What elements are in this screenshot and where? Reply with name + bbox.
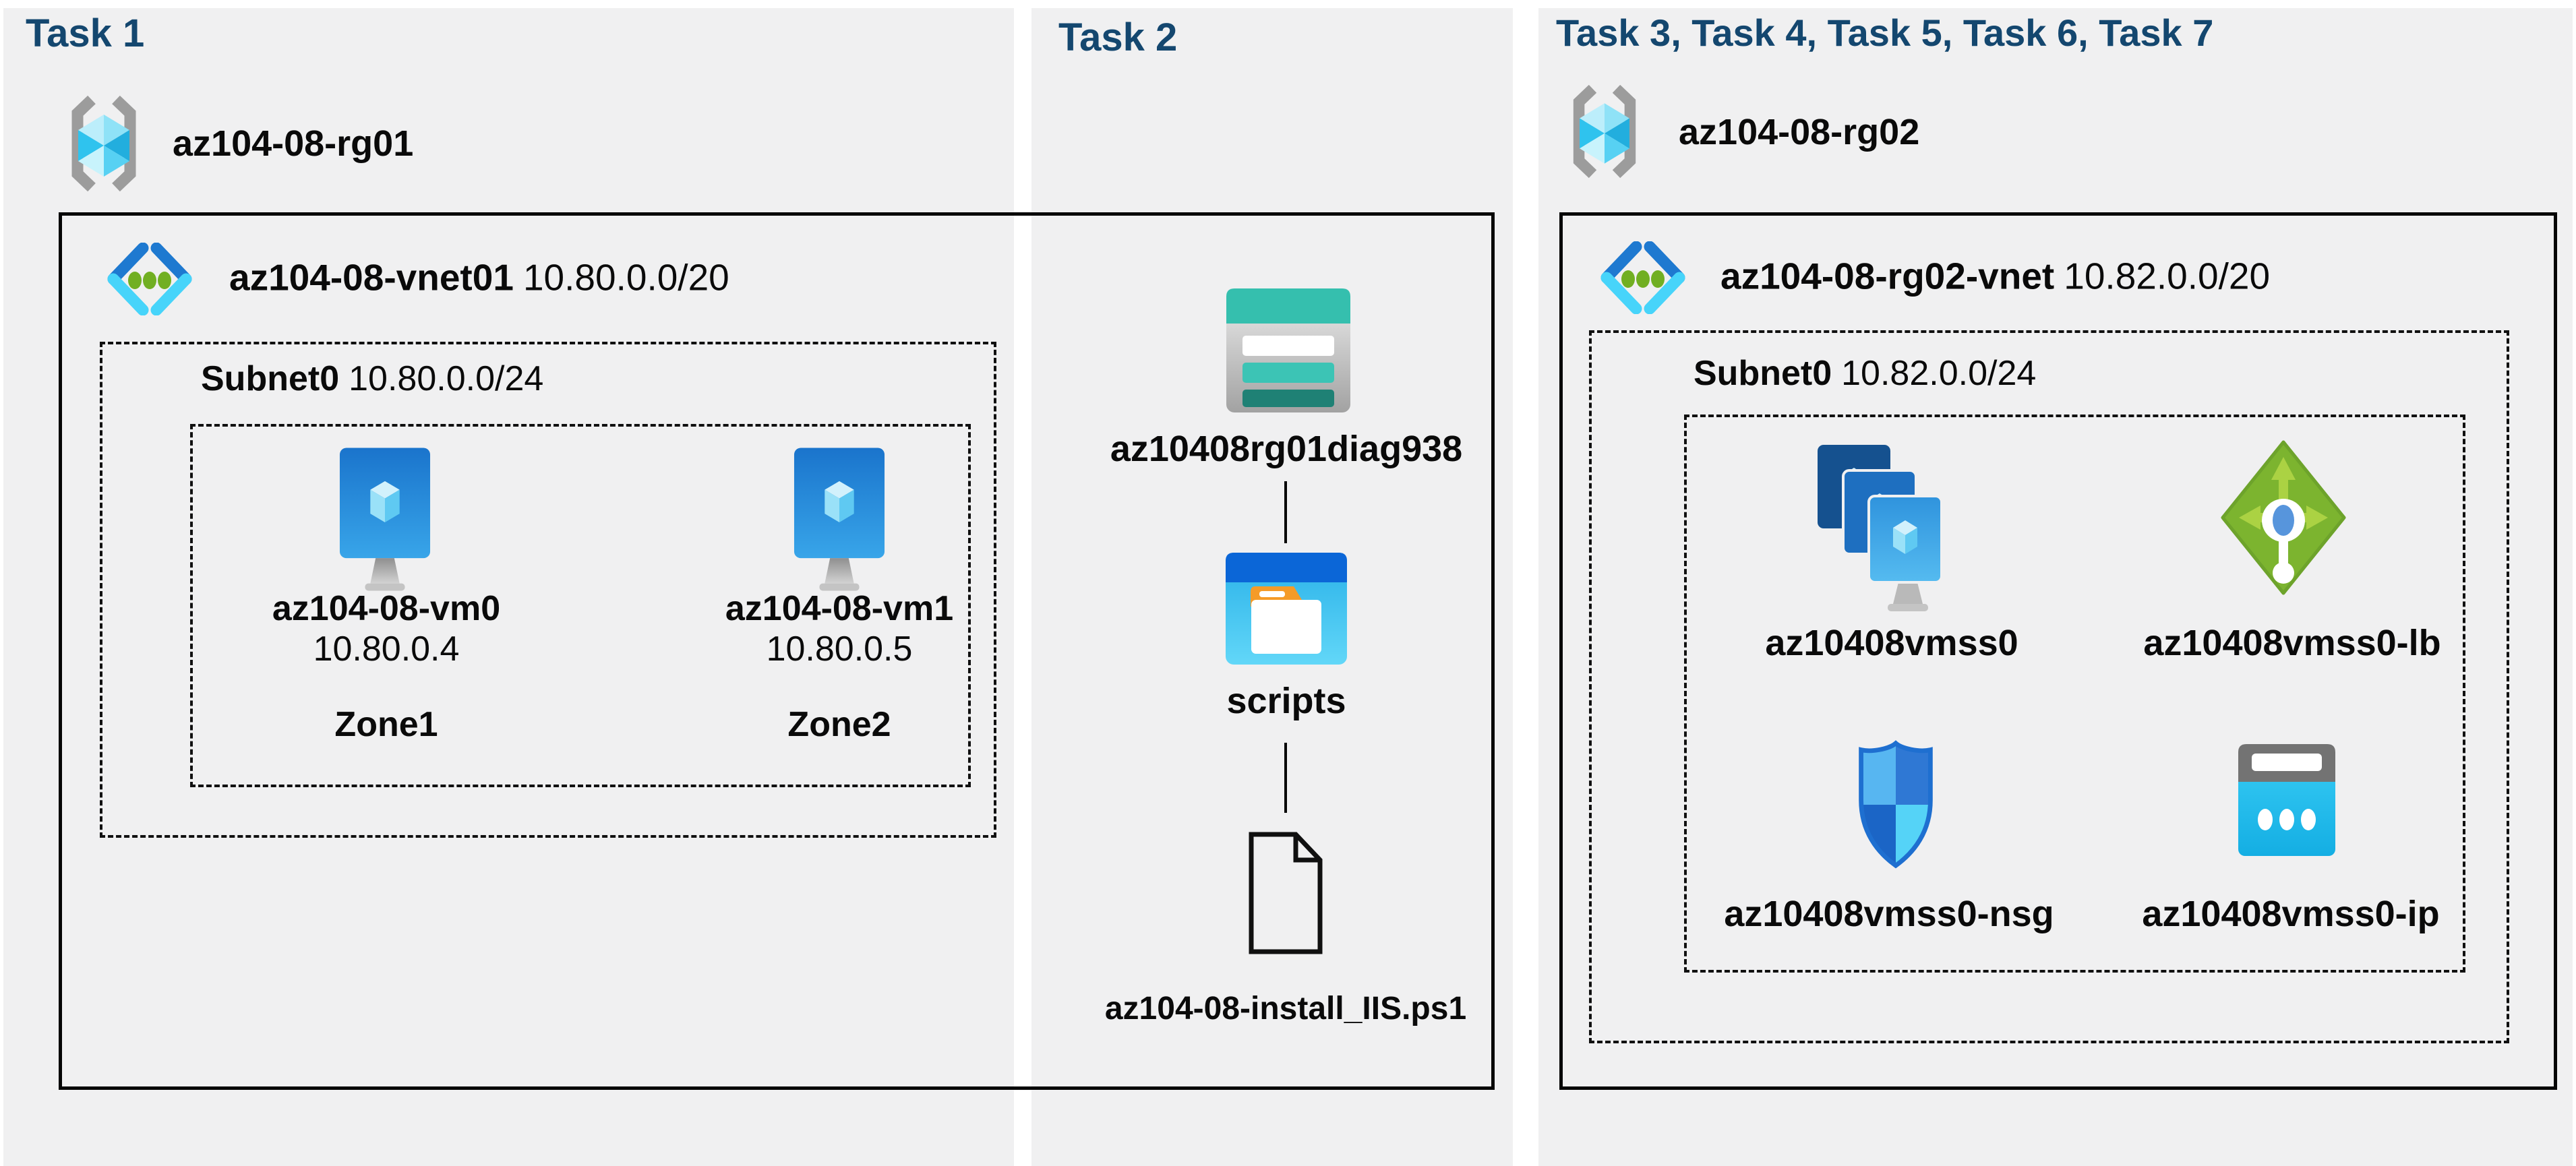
rg02-boundary-box [1559,212,2557,1090]
vm1-ip: 10.80.0.5 [766,630,913,669]
subnet1-cidr: 10.80.0.0/24 [349,359,544,398]
vm0-zone: Zone1 [334,705,438,744]
vnet2-cidr: 10.82.0.0/20 [2064,255,2271,297]
vnet2-name: az104-08-rg02-vnet [1720,255,2055,297]
public-ip-label: az10408vmss0-ip [2142,894,2440,934]
network-security-group-icon [1853,739,1939,871]
availability-zone-box [190,424,971,787]
task3-title: Task 3, Task 4, Task 5, Task 6, Task 7 [1556,11,2214,54]
subnet1-box [100,342,996,838]
resource-group-icon [62,95,146,192]
task1-title: Task 1 [26,11,145,55]
task2-title: Task 2 [1058,16,1178,59]
rg01-label: az104-08-rg01 [173,123,414,164]
vnet1-name: az104-08-vnet01 [229,256,514,299]
virtual-network-icon [1593,241,1693,314]
script-file-icon [1245,829,1327,957]
subnet1-name: Subnet0 [201,359,340,398]
connector-line [1284,481,1287,543]
load-balancer-label: az10408vmss0-lb [2143,623,2441,663]
vmss-group-box [1684,415,2465,973]
subnet2-cidr: 10.82.0.0/24 [1841,354,2037,393]
container-label: scripts [1226,681,1346,721]
subnet2-box [1589,330,2509,1043]
subnet2-name: Subnet0 [1694,354,1832,393]
vnet1-cidr: 10.80.0.0/20 [522,256,729,299]
vm1-name: az104-08-vm1 [725,589,954,628]
vm0-ip: 10.80.0.4 [313,630,460,669]
storage-label: az10408rg01diag938 [1110,429,1463,469]
storage-account-icon [1226,288,1350,412]
blob-container-icon [1226,553,1347,665]
virtual-network-icon [100,243,200,315]
nsg-label: az10408vmss0-nsg [1724,894,2054,934]
vm0-name: az104-08-vm0 [272,589,501,628]
vm1-zone: Zone2 [787,705,891,744]
vmss-label: az10408vmss0 [1765,623,2018,663]
panel-task3 [1538,8,2573,1166]
virtual-machine-icon [338,446,431,593]
public-ip-icon [2238,744,2335,856]
connector-line [1284,743,1287,813]
rg01-boundary-box [59,212,1495,1090]
vm-scale-set-icon [1818,445,1960,613]
rg02-label: az104-08-rg02 [1679,112,1920,152]
resource-group-icon [1561,84,1648,179]
script-file-label: az104-08-install_IIS.ps1 [1104,991,1467,1026]
load-balancer-icon [2220,439,2347,596]
virtual-machine-icon [793,446,886,593]
